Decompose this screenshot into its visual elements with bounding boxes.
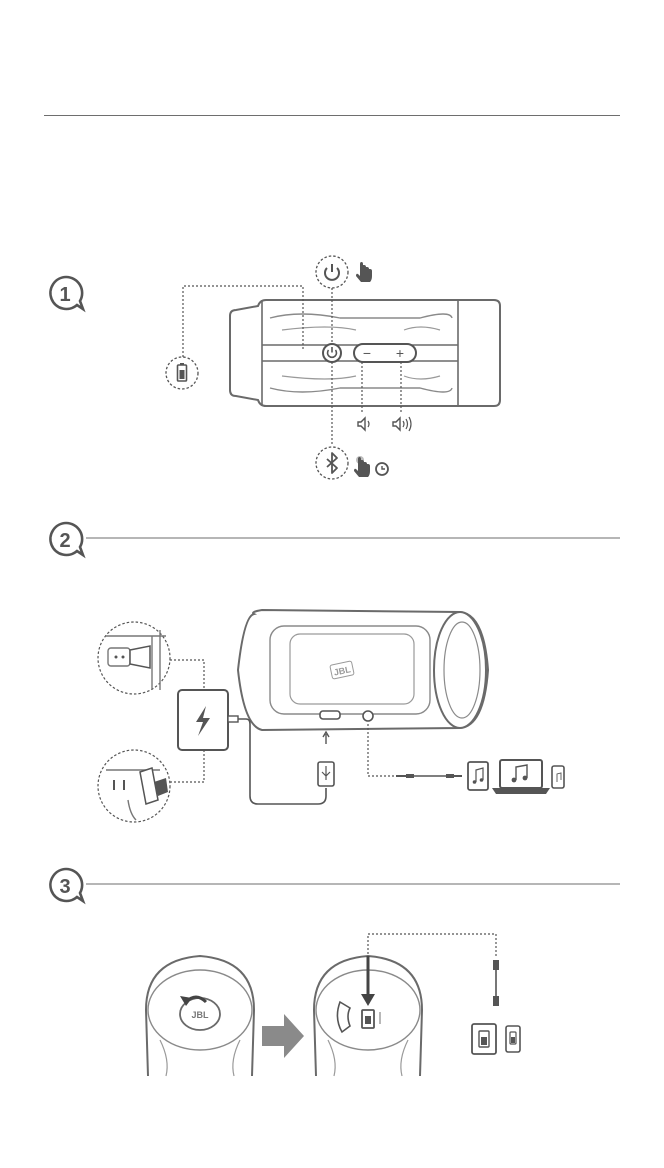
step-2-number: 2 (59, 530, 70, 552)
speaker-end-cap-open (314, 956, 422, 1076)
step-2: 2 JBL (50, 523, 620, 822)
volume-down-button[interactable]: − (363, 345, 371, 361)
speaker-high-icon (393, 417, 411, 431)
usb-cable (493, 960, 499, 1006)
speaker-side-view: JBL (238, 610, 488, 730)
step-2-number-badge: 2 (50, 523, 83, 555)
clock-icon (376, 463, 388, 475)
step-3-number: 3 (59, 876, 70, 898)
phone-battery-icon (506, 1026, 520, 1052)
hand-press-icon (356, 262, 372, 282)
volume-up-button[interactable]: + (396, 345, 404, 361)
step-1: 1 − + (50, 256, 500, 479)
wall-outlet-us-inset (98, 750, 170, 822)
power-button[interactable] (323, 344, 341, 362)
battery-icon (166, 357, 198, 389)
arrow-up-icon (323, 732, 329, 744)
step-3: 3 JBL (50, 869, 620, 1076)
step-1-number-badge: 1 (50, 277, 83, 309)
power-adapter-icon (178, 690, 238, 750)
speaker-end-cap-closed: JBL (146, 956, 254, 1076)
hand-hold-icon (354, 456, 370, 477)
aux-cable (396, 774, 462, 778)
phone-music-icon (552, 766, 564, 788)
tablet-music-icon (468, 762, 488, 790)
volume-rocker[interactable]: − + (354, 344, 416, 362)
step-3-number-badge: 3 (50, 869, 83, 901)
usb-icon (318, 762, 334, 786)
arrow-right-icon (262, 1014, 304, 1058)
charging-cable (238, 719, 326, 804)
power-icon (316, 256, 348, 288)
bluetooth-icon (316, 447, 348, 479)
step-1-number: 1 (59, 284, 70, 306)
aux-port (363, 711, 373, 721)
tablet-battery-icon (472, 1024, 496, 1054)
step-3-leader-line (368, 934, 496, 958)
laptop-music-icon (492, 760, 550, 794)
svg-text:JBL: JBL (191, 1010, 209, 1020)
wall-outlet-eu-inset (98, 622, 170, 694)
usb-charge-port (320, 711, 340, 719)
speaker-low-icon (358, 418, 369, 430)
